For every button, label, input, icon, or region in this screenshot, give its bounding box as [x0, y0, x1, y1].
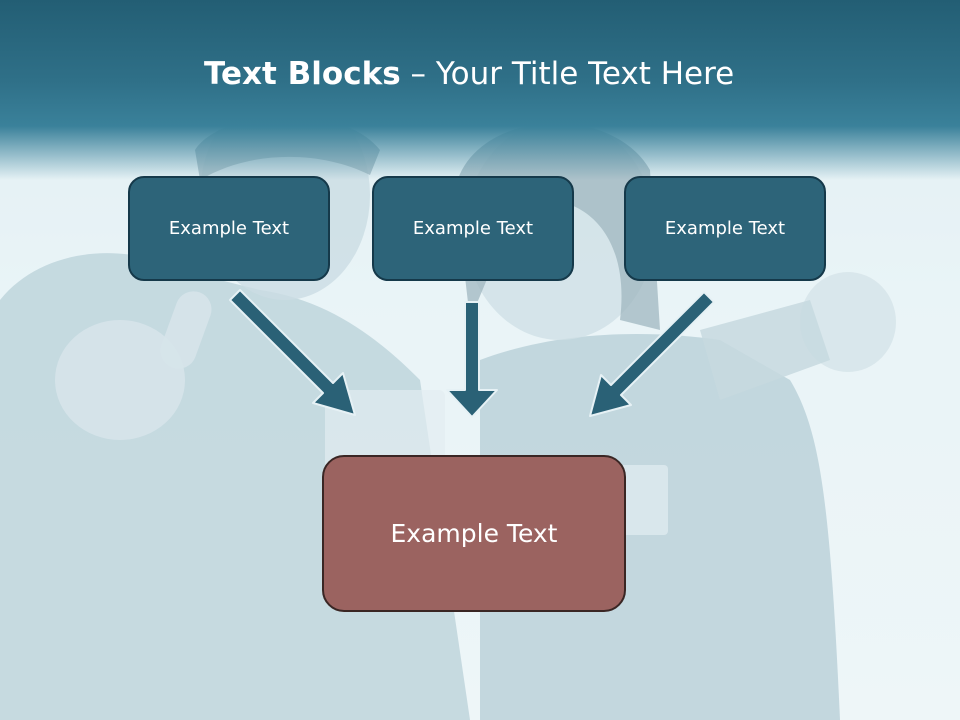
text-block-bottom-label: Example Text [390, 519, 558, 548]
text-block-middle[interactable]: Example Text [372, 176, 574, 281]
arrow-middle [446, 301, 498, 418]
text-block-right-label: Example Text [664, 218, 786, 239]
title-banner [0, 0, 960, 180]
man-hand [55, 320, 185, 440]
man-thumb [160, 291, 212, 369]
text-block-bottom[interactable]: Example Text [322, 455, 626, 612]
id-card [325, 390, 445, 470]
title-bold: Text Blocks [204, 56, 401, 92]
title-rest: – Your Title Text Here [400, 56, 735, 92]
arrow-right [589, 291, 715, 417]
woman-arm [700, 300, 830, 400]
text-block-left-label: Example Text [168, 218, 290, 239]
arrow-left [229, 289, 356, 416]
text-block-middle-label: Example Text [412, 218, 534, 239]
text-block-right[interactable]: Example Text [624, 176, 826, 281]
text-block-left[interactable]: Example Text [128, 176, 330, 281]
slide-title: Text Blocks – Your Title Text Here [204, 56, 734, 92]
id-card-2 [620, 465, 668, 535]
